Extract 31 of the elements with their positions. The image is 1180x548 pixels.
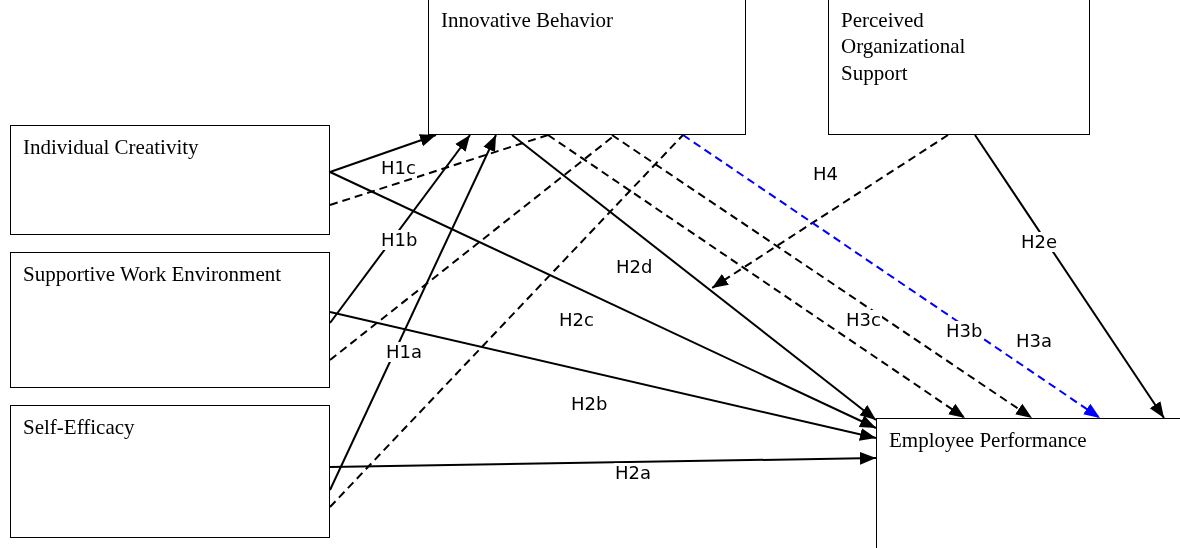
- construct-label: Individual Creativity: [23, 134, 199, 161]
- arrow: [329, 134, 497, 491]
- arrow: [611, 134, 1033, 419]
- edge-label: H1c: [380, 158, 417, 178]
- construct-label: Employee Performance: [889, 427, 1087, 454]
- arrow: [974, 134, 1165, 419]
- construct-label: Perceived Organizational Support: [841, 7, 967, 86]
- construct-label: Innovative Behavior: [441, 7, 614, 34]
- edge-label: H1a: [385, 342, 424, 362]
- construct-box: [876, 418, 1180, 548]
- arrow: [329, 171, 877, 429]
- arrow: [547, 134, 966, 419]
- construct-label: Supportive Work Environment: [23, 261, 282, 288]
- arrow: [711, 134, 949, 289]
- arrow: [329, 451, 877, 468]
- construct-box: [828, 0, 1090, 135]
- connector-line: [329, 134, 549, 206]
- construct-box: [10, 125, 330, 235]
- arrow: [511, 134, 877, 421]
- edge-label: H2e: [1020, 232, 1059, 252]
- arrow: [329, 311, 877, 441]
- construct-box: [10, 405, 330, 538]
- connector-line: [329, 134, 684, 508]
- construct-box: [428, 0, 746, 135]
- arrow: [329, 134, 471, 324]
- construct-box: [10, 252, 330, 388]
- edge-label: H3b: [945, 321, 984, 341]
- edge-label: H1b: [380, 230, 419, 250]
- arrow: [329, 134, 437, 173]
- arrow: [682, 134, 1101, 419]
- construct-label: Self-Efficacy: [23, 414, 135, 441]
